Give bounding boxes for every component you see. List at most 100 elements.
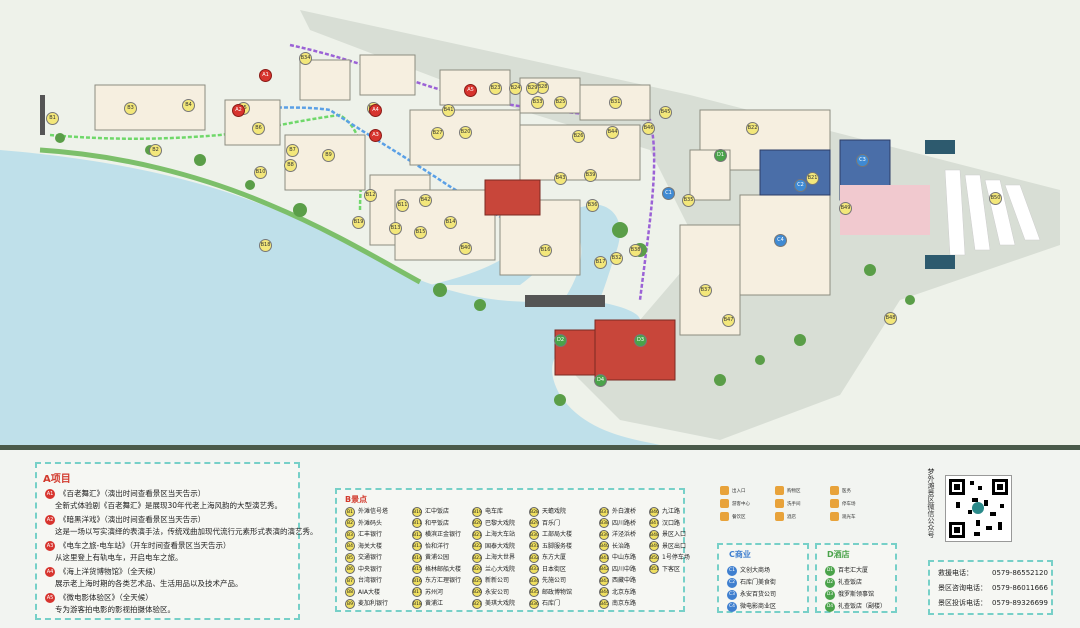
- map-marker-b7[interactable]: B7: [286, 144, 299, 157]
- attraction-name: 国泰大戏院: [485, 542, 516, 550]
- map-marker-b50[interactable]: B50: [989, 192, 1002, 205]
- map-marker-b45[interactable]: B45: [659, 106, 672, 119]
- attraction-name: 永安公司: [485, 588, 510, 596]
- map-marker-b15[interactable]: B15: [414, 226, 427, 239]
- attraction-name: 怡和洋行: [425, 542, 450, 550]
- attraction-name: 南京东路: [612, 600, 637, 607]
- map-marker-d1[interactable]: D1: [714, 149, 727, 162]
- map-marker-b48[interactable]: B48: [884, 312, 897, 325]
- map-marker-c3[interactable]: C3: [856, 154, 869, 167]
- map-marker-b11[interactable]: B11: [396, 199, 409, 212]
- list-name: 百老汇大厦: [838, 567, 869, 574]
- hotel-icon: [775, 512, 784, 521]
- map-marker-b35[interactable]: B35: [682, 194, 695, 207]
- pink-plaza: [840, 185, 930, 235]
- map-marker-a5[interactable]: A5: [464, 84, 477, 97]
- map-marker-b3[interactable]: B3: [124, 102, 137, 115]
- map-marker-b16[interactable]: B16: [539, 244, 552, 257]
- map-marker-b47[interactable]: B47: [722, 314, 735, 327]
- map-marker-d2[interactable]: D2: [554, 334, 567, 347]
- map-marker-a3[interactable]: A3: [369, 129, 382, 142]
- map-marker-b23[interactable]: B23: [489, 82, 502, 95]
- attraction-code: B34: [529, 575, 539, 586]
- map-marker-b38[interactable]: B38: [629, 244, 642, 257]
- attraction-code: B33: [529, 564, 539, 574]
- project-badge: A2: [45, 515, 55, 525]
- map-marker-b19[interactable]: B19: [352, 216, 365, 229]
- attraction-code: B41: [599, 552, 609, 563]
- attraction-name: 景区入口: [662, 531, 687, 538]
- map-marker-b22[interactable]: B22: [746, 122, 759, 135]
- map-marker-b14[interactable]: B14: [444, 216, 457, 229]
- map-marker-d4[interactable]: D4: [594, 374, 607, 387]
- legend-entry: 游客中心: [720, 499, 750, 508]
- map-marker-b21[interactable]: B21: [806, 172, 819, 185]
- map-marker-b9[interactable]: B9: [322, 149, 335, 162]
- map-marker-b18[interactable]: B18: [259, 239, 272, 252]
- legend-label: 购物区: [787, 489, 801, 494]
- map-marker-b29[interactable]: B29: [526, 82, 539, 95]
- map-marker-b8[interactable]: B8: [284, 159, 297, 172]
- map-marker-d3[interactable]: D3: [634, 334, 647, 347]
- map-marker-b26[interactable]: B26: [572, 130, 585, 143]
- map-marker-b43[interactable]: B43: [554, 172, 567, 185]
- map-marker-b27[interactable]: B27: [431, 127, 444, 140]
- list-name: 永安百货公司: [740, 591, 777, 598]
- map-marker-b41[interactable]: B41: [442, 104, 455, 117]
- attraction-code: B8: [345, 587, 355, 597]
- map-marker-a1[interactable]: A1: [259, 69, 272, 82]
- map-marker-c4[interactable]: C4: [774, 234, 787, 247]
- scenic-area-map[interactable]: [0, 0, 1080, 450]
- map-marker-b31[interactable]: B31: [609, 96, 622, 109]
- contact-number[interactable]: 0579-89326699: [992, 599, 1048, 607]
- contact-label: 景区咨询电话：: [938, 584, 987, 592]
- wechat-qr-code[interactable]: [945, 475, 1012, 542]
- map-marker-b34[interactable]: B34: [299, 52, 312, 65]
- project-badge: A4: [45, 567, 55, 577]
- project-badge: A5: [45, 593, 55, 603]
- map-marker-b10[interactable]: B10: [254, 166, 267, 179]
- map-marker-b25[interactable]: B25: [554, 96, 567, 109]
- map-marker-b24[interactable]: B24: [509, 82, 522, 95]
- map-marker-b40[interactable]: B40: [459, 242, 472, 255]
- attraction-name: 苏州河: [425, 588, 444, 596]
- project-item: A4《海上洋货博物馆》（全天候）: [45, 566, 160, 577]
- contact-number[interactable]: 0579-86011666: [992, 584, 1048, 592]
- map-marker-b33[interactable]: B33: [531, 96, 544, 109]
- map-marker-b6[interactable]: B6: [252, 122, 265, 135]
- map-marker-b42[interactable]: B42: [419, 194, 432, 207]
- map-marker-b20[interactable]: B20: [459, 126, 472, 139]
- map-marker-b49[interactable]: B49: [839, 202, 852, 215]
- contact-number[interactable]: 0579-86552120: [992, 569, 1048, 577]
- legend-label: 停车场: [842, 502, 856, 507]
- map-marker-a4[interactable]: A4: [369, 104, 382, 117]
- map-marker-b13[interactable]: B13: [389, 222, 402, 235]
- map-marker-b39[interactable]: B39: [584, 169, 597, 182]
- map-marker-b32[interactable]: B32: [610, 252, 623, 265]
- map-marker-b12[interactable]: B12: [364, 189, 377, 202]
- parking-icon: [830, 499, 839, 508]
- map-divider: [0, 445, 1080, 450]
- map-marker-c2[interactable]: C2: [794, 179, 807, 192]
- attraction-code: B50: [649, 552, 659, 563]
- map-marker-b37[interactable]: B37: [699, 284, 712, 297]
- map-marker-b17[interactable]: B17: [594, 256, 607, 269]
- map-marker-b46[interactable]: B46: [642, 122, 655, 135]
- map-marker-b1[interactable]: B1: [46, 112, 59, 125]
- legend-label: 医务: [842, 489, 851, 494]
- map-marker-c1[interactable]: C1: [662, 187, 675, 200]
- map-marker-b2[interactable]: B2: [149, 144, 162, 157]
- map-marker-b36[interactable]: B36: [586, 199, 599, 212]
- map-marker-b4[interactable]: B4: [182, 99, 195, 112]
- wechat-account-name: 梦外滩景区微信公众号: [927, 468, 935, 538]
- map-marker-b44[interactable]: B44: [606, 126, 619, 139]
- map-marker-a2[interactable]: A2: [232, 104, 245, 117]
